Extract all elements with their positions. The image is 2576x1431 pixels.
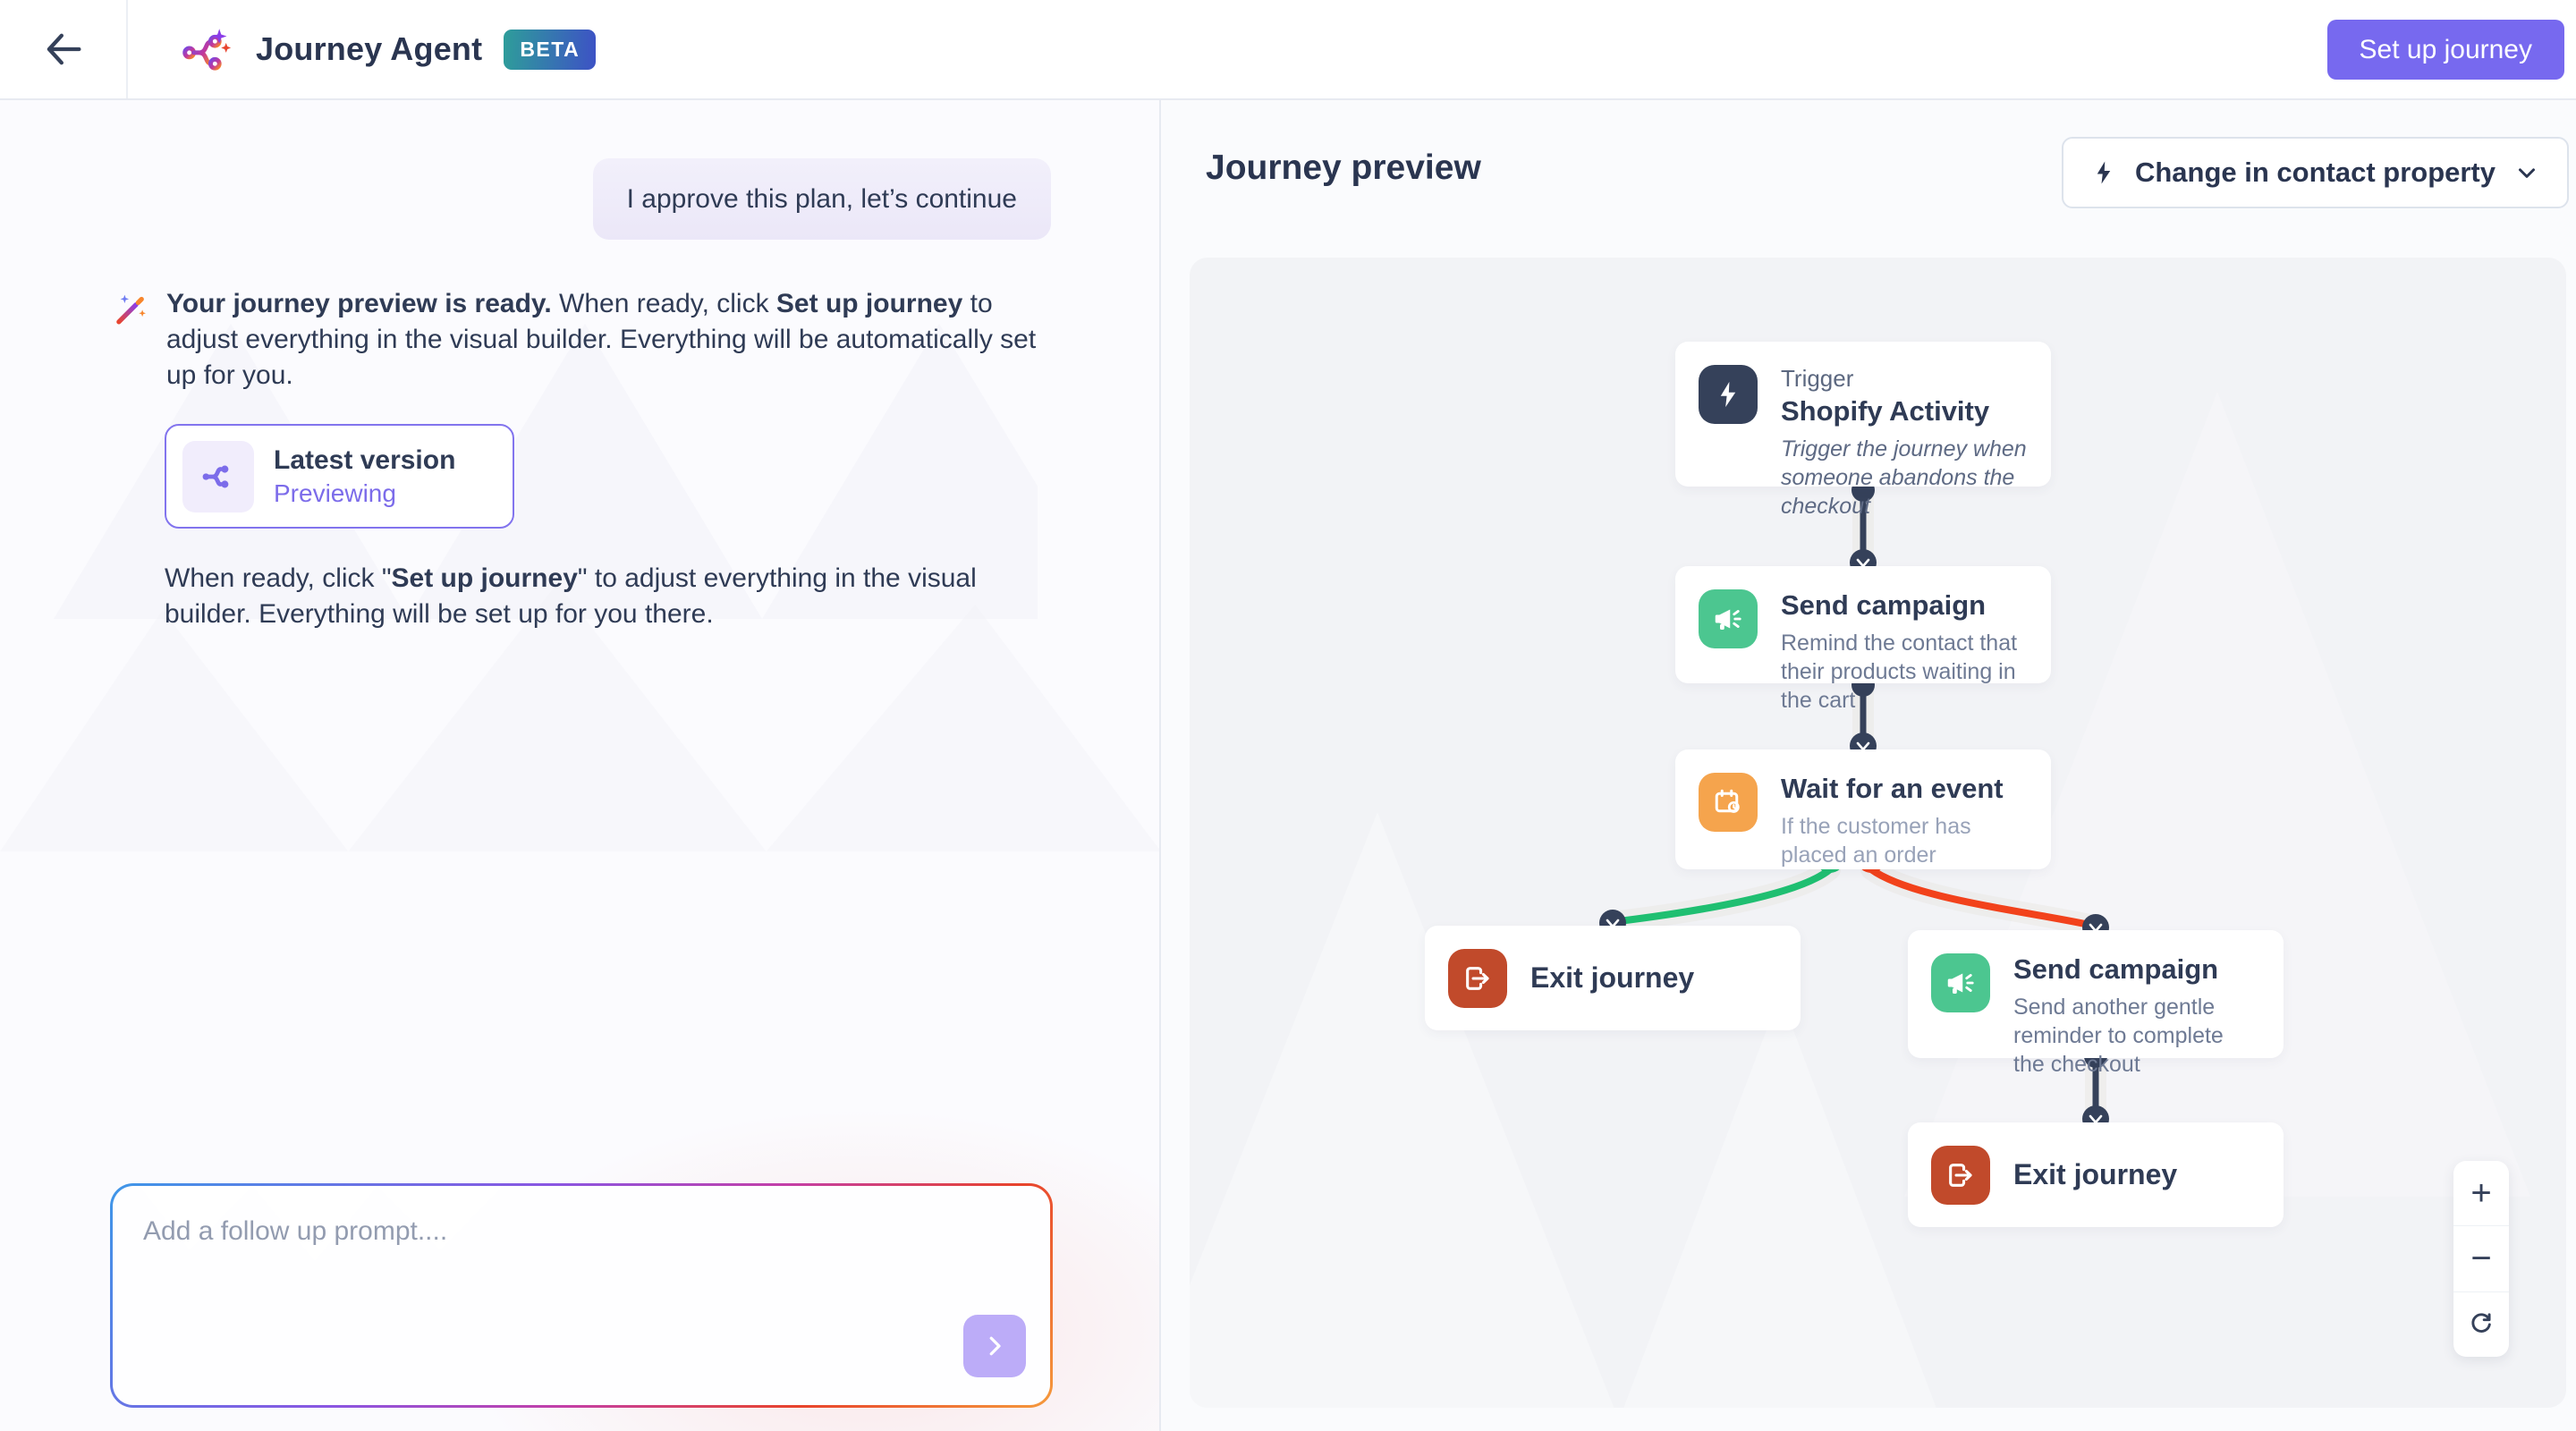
node-send-campaign-1[interactable]: Send campaign Remind the contact that th… [1675, 566, 2051, 713]
latest-version-card[interactable]: Latest version Previewing [165, 424, 514, 529]
zoom-in-button[interactable]: + [2453, 1161, 2509, 1225]
chevron-down-icon [2519, 168, 2535, 178]
lightning-icon [1699, 365, 1758, 424]
lightning-icon [2097, 161, 2111, 184]
app-brand: Journey Agent BETA [179, 0, 597, 98]
node-subtitle: Trigger the journey when someone abandon… [1781, 436, 2027, 519]
magic-wand-icon [116, 294, 146, 325]
version-title: Latest version [274, 445, 456, 475]
app-title: Journey Agent [256, 30, 483, 67]
node-exit-journey-bottom[interactable]: Exit journey [1908, 1122, 2284, 1227]
top-header: Journey Agent BETA Set up journey [0, 0, 2576, 100]
preview-title: Journey preview [1206, 148, 1481, 187]
user-message-bubble: I approve this plan, let’s continue [592, 158, 1051, 240]
trigger-dropdown-label: Change in contact property [2134, 157, 2496, 188]
journey-agent-logo-icon [182, 29, 232, 71]
assistant-message: Your journey preview is ready. When read… [110, 286, 1051, 394]
prompt-input-box [110, 1183, 1053, 1408]
refresh-icon [2471, 1313, 2491, 1333]
trigger-type-dropdown[interactable]: Change in contact property [2061, 137, 2569, 208]
back-button[interactable] [0, 0, 128, 98]
megaphone-icon [1931, 953, 1990, 1012]
assistant-bold-action: Set up journey [775, 289, 963, 318]
node-title: Shopify Activity [1781, 395, 1990, 427]
node-trigger-shopify-activity[interactable]: Trigger Shopify Activity Trigger the jou… [1675, 342, 2051, 519]
node-send-campaign-2[interactable]: Send campaign Send another gentle remind… [1908, 930, 2284, 1077]
node-title: Exit journey [2013, 1158, 2178, 1190]
node-title: Send campaign [2013, 953, 2219, 985]
node-subtitle: Remind the contact that their products w… [1781, 631, 2018, 713]
exit-icon [1448, 948, 1507, 1008]
reset-view-button[interactable] [2453, 1291, 2509, 1357]
megaphone-icon [1699, 589, 1758, 648]
zoom-out-button[interactable]: − [2453, 1225, 2509, 1291]
node-subtitle: If the customer has placed an order [1781, 814, 1971, 868]
set-up-journey-button[interactable]: Set up journey [2326, 20, 2564, 80]
node-eyebrow: Trigger [1781, 365, 1854, 392]
send-prompt-button[interactable] [963, 1315, 1026, 1377]
node-exit-journey-left[interactable]: Exit journey [1425, 926, 1801, 1030]
chevron-right-icon [989, 1336, 1001, 1356]
journey-canvas[interactable]: Trigger Shopify Activity Trigger the jou… [1190, 258, 2566, 1408]
assistant-message-text: Your journey preview is ready. When read… [166, 289, 1037, 390]
node-subtitle: Send another gentle reminder to complete… [2013, 995, 2224, 1077]
followup-prompt-input[interactable] [113, 1186, 1050, 1405]
node-title: Exit journey [1530, 961, 1695, 994]
calendar-icon [1699, 773, 1758, 832]
journey-branch-icon [202, 465, 229, 487]
node-wait-for-event[interactable]: Wait for an event If the customer has pl… [1675, 749, 2051, 869]
assistant-bold-intro: Your journey preview is ready. [166, 289, 552, 318]
beta-badge: BETA [504, 29, 597, 70]
followup-paragraph: When ready, click "Set up journey" to ad… [165, 563, 977, 629]
node-title: Send campaign [1781, 589, 1987, 621]
version-status: Previewing [274, 478, 396, 507]
canvas-zoom-controls: + − [2453, 1161, 2509, 1357]
arrow-left-icon [47, 33, 80, 65]
journey-preview-panel: Journey preview Change in contact proper… [1163, 100, 2576, 1431]
chat-panel: I approve this plan, let’s continue Your… [0, 100, 1161, 1431]
node-title: Wait for an event [1781, 773, 2004, 804]
version-icon-tile [182, 440, 254, 512]
exit-icon [1931, 1145, 1990, 1205]
chat-messages: I approve this plan, let’s continue Your… [0, 100, 1159, 1431]
